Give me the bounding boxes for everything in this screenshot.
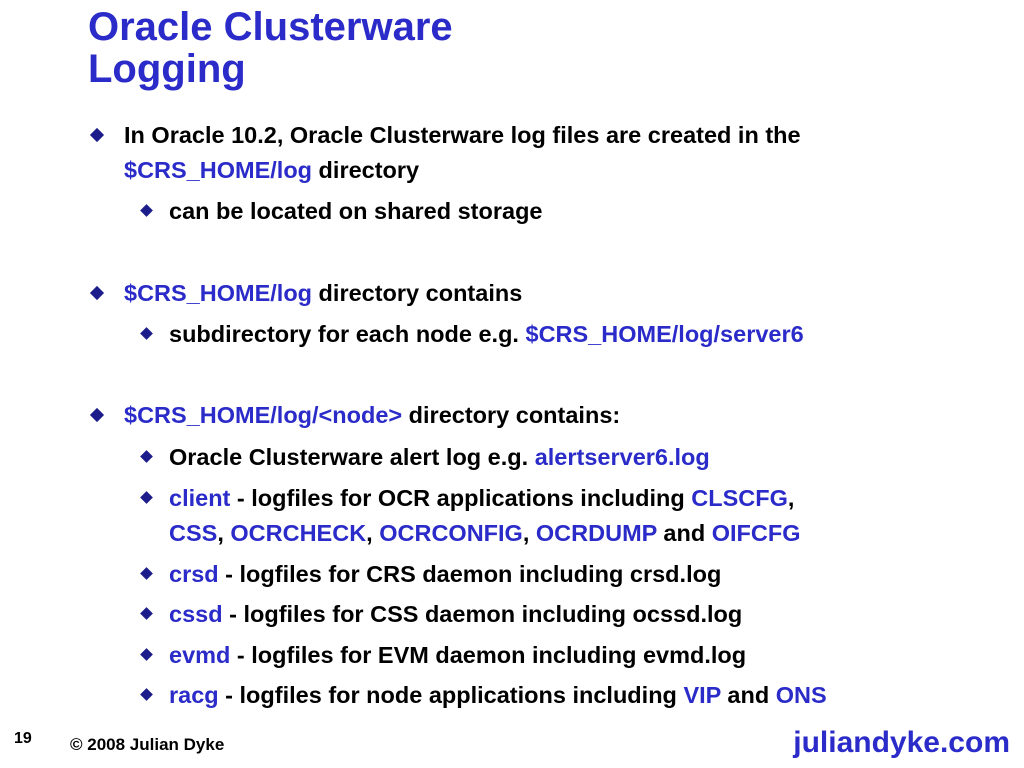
sub-bullet-3-2-ocrconfig: OCRCONFIG: [379, 520, 523, 546]
sub-bullet-3-2-and: and: [656, 520, 712, 546]
title-line-1: Oracle Clusterware: [88, 5, 453, 49]
sub-bullet-3-6: racg - logfiles for node applications in…: [140, 678, 827, 713]
sub-bullet-3-3-text: - logfiles for CRS daemon including crsd…: [218, 561, 722, 587]
sub-bullet-3-4: cssd - logfiles for CSS daemon including…: [140, 597, 743, 632]
diamond-bullet-icon: [89, 407, 105, 423]
diamond-bullet-icon: [140, 688, 153, 701]
sub-bullet-3-2-ocrdump: OCRDUMP: [535, 520, 657, 546]
bullet-1-tail: directory: [312, 157, 420, 183]
sub-bullet-3-2-sep1: ,: [787, 485, 795, 511]
bullet-1-path: $CRS_HOME/log: [124, 157, 313, 183]
sub-bullet-3-2-cont: CSS, OCRCHECK, OCRCONFIG, OCRDUMP and OI…: [169, 516, 801, 551]
sub-bullet-3-2-clscfg: CLSCFG: [691, 485, 788, 511]
diamond-bullet-icon: [140, 327, 153, 340]
bullet-1-text: In Oracle 10.2, Oracle Clusterware log f…: [124, 122, 801, 148]
site-logo-text: juliandyke.com: [793, 726, 1010, 759]
sub-bullet-1-1: can be located on shared storage: [140, 194, 543, 229]
diamond-bullet-icon: [140, 567, 153, 580]
diamond-bullet-icon: [140, 450, 153, 463]
diamond-bullet-icon: [140, 204, 153, 217]
sub-bullet-3-2-sep4: ,: [522, 520, 536, 546]
sub-bullet-3-1-text: Oracle Clusterware alert log e.g.: [169, 444, 535, 470]
sub-bullet-3-6-ons: ONS: [775, 682, 827, 708]
diamond-bullet-icon: [140, 648, 153, 661]
sub-bullet-3-6-vip: VIP: [683, 682, 721, 708]
sub-bullet-3-4-name: cssd: [169, 601, 223, 627]
diamond-bullet-icon: [89, 127, 105, 143]
diamond-bullet-icon: [89, 285, 105, 301]
sub-bullet-3-2-css: CSS: [169, 520, 218, 546]
sub-bullet-3-3: crsd - logfiles for CRS daemon including…: [140, 557, 722, 592]
sub-bullet-3-4-text: - logfiles for CSS daemon including ocss…: [222, 601, 743, 627]
diamond-bullet-icon: [140, 607, 153, 620]
sub-bullet-3-5: evmd - logfiles for EVM daemon including…: [140, 638, 747, 673]
sub-bullet-3-2-text: - logfiles for OCR applications includin…: [230, 485, 692, 511]
sub-bullet-3-6-name: racg: [169, 682, 219, 708]
sub-bullet-1-1-text: can be located on shared storage: [169, 198, 543, 224]
bullet-3: $CRS_HOME/log/<node> directory contains:: [89, 398, 621, 433]
bullet-3-path: $CRS_HOME/log/<node>: [124, 402, 403, 428]
slide-title: Oracle Clusterware Logging: [88, 6, 453, 90]
bullet-1: In Oracle 10.2, Oracle Clusterware log f…: [89, 118, 801, 153]
sub-bullet-3-2-ocrcheck: OCRCHECK: [230, 520, 367, 546]
sub-bullet-3-2-name: client: [169, 485, 231, 511]
sub-bullet-3-1: Oracle Clusterware alert log e.g. alerts…: [140, 440, 710, 475]
bullet-2: $CRS_HOME/log directory contains: [89, 276, 523, 311]
page-number: 19: [14, 730, 32, 747]
sub-bullet-3-2-oifcfg: OIFCFG: [711, 520, 801, 546]
sub-bullet-3-6-and: and: [720, 682, 776, 708]
title-line-2: Logging: [88, 47, 246, 91]
sub-bullet-3-2-sep3: ,: [366, 520, 380, 546]
sub-bullet-2-1-path: $CRS_HOME/log/server6: [525, 321, 804, 347]
bullet-2-path: $CRS_HOME/log: [124, 280, 313, 306]
diamond-bullet-icon: [140, 491, 153, 504]
sub-bullet-2-1-text: subdirectory for each node e.g.: [169, 321, 526, 347]
sub-bullet-3-2: client - logfiles for OCR applications i…: [140, 481, 795, 516]
sub-bullet-3-2-sep2: ,: [217, 520, 231, 546]
copyright: © 2008 Julian Dyke: [70, 735, 225, 754]
sub-bullet-3-5-name: evmd: [169, 642, 231, 668]
sub-bullet-3-5-text: - logfiles for EVM daemon including evmd…: [230, 642, 747, 668]
sub-bullet-3-6-text: - logfiles for node applications includi…: [218, 682, 684, 708]
sub-bullet-3-1-file: alertserver6.log: [534, 444, 710, 470]
bullet-2-tail: directory contains: [312, 280, 523, 306]
sub-bullet-2-1: subdirectory for each node e.g. $CRS_HOM…: [140, 317, 804, 352]
bullet-1-cont: $CRS_HOME/log directory: [124, 153, 419, 188]
bullet-3-tail: directory contains:: [402, 402, 621, 428]
sub-bullet-3-3-name: crsd: [169, 561, 219, 587]
